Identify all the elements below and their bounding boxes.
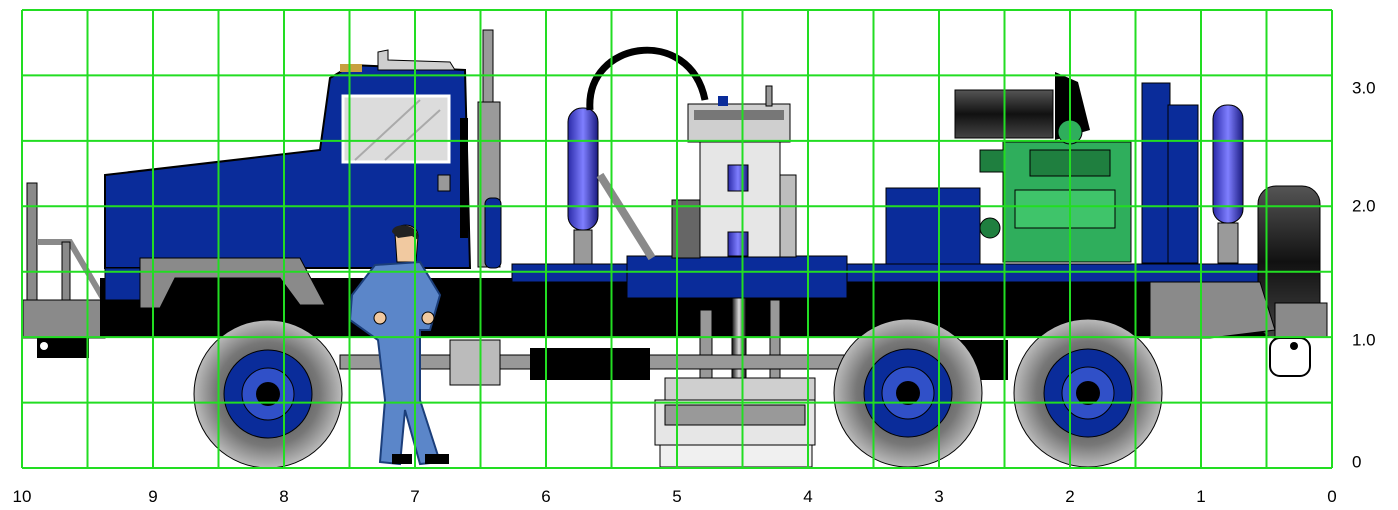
radiator bbox=[1141, 82, 1199, 264]
truck-deck bbox=[511, 263, 1261, 283]
x-tick-label: 4 bbox=[803, 487, 813, 506]
grid-overlay bbox=[21, 9, 1333, 469]
y-tick-label: 0 bbox=[1352, 452, 1362, 472]
wheel-rear bbox=[193, 319, 343, 469]
drive-train bbox=[339, 339, 1008, 386]
mast-base-plate bbox=[626, 255, 848, 299]
x-tick-label: 1 bbox=[1196, 487, 1206, 506]
hydraulic-hose bbox=[586, 46, 709, 111]
y-tick-label: 3.0 bbox=[1352, 78, 1376, 98]
x-tick-label: 2 bbox=[1065, 487, 1075, 506]
hydraulic-tank bbox=[885, 187, 981, 265]
x-tick-label: 5 bbox=[672, 487, 682, 506]
x-tick-label: 8 bbox=[279, 487, 289, 506]
mast-assembly bbox=[671, 85, 797, 379]
x-tick-label: 3 bbox=[934, 487, 944, 506]
wheel-front bbox=[1013, 318, 1163, 468]
wheel-middle bbox=[833, 318, 983, 468]
front-bumper bbox=[1149, 185, 1328, 377]
x-tick-label: 7 bbox=[410, 487, 420, 506]
x-tick-label: 0 bbox=[1327, 487, 1337, 506]
y-tick-label: 2.0 bbox=[1352, 196, 1376, 216]
cab-window bbox=[341, 94, 451, 164]
x-tick-label: 9 bbox=[148, 487, 158, 506]
accumulator-tank-right bbox=[1212, 104, 1244, 264]
exhaust-stack bbox=[477, 29, 502, 269]
truck-cab bbox=[104, 49, 472, 309]
engine bbox=[954, 72, 1132, 263]
mast-outrigger bbox=[654, 377, 816, 468]
x-tick-label: 6 bbox=[541, 487, 551, 506]
rear-bumper bbox=[22, 182, 107, 358]
y-tick-label: 1.0 bbox=[1352, 330, 1376, 350]
x-tick-label: 10 bbox=[12, 487, 32, 506]
worker-figure bbox=[348, 224, 449, 466]
accumulator-tank-left bbox=[567, 107, 656, 265]
